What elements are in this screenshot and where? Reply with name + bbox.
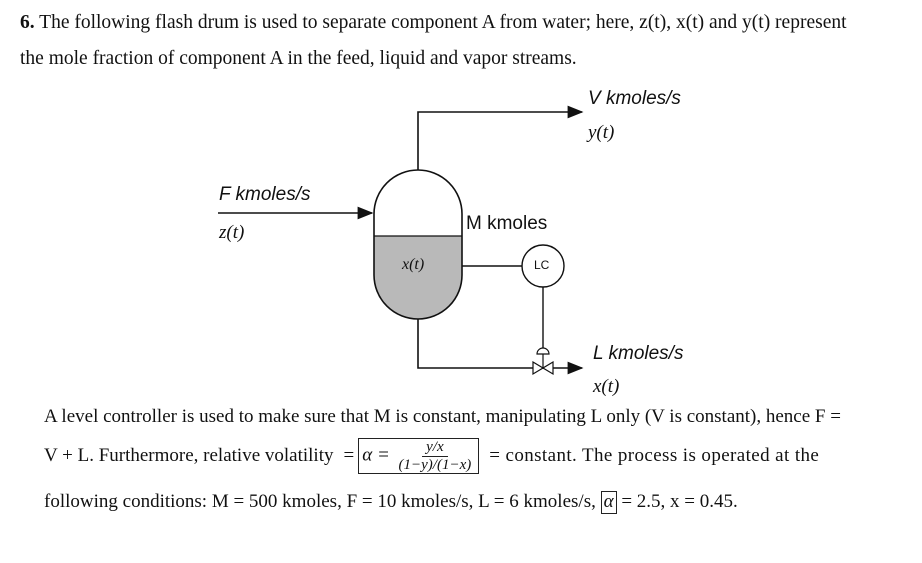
liquid-composition-label: x(t) bbox=[593, 376, 620, 397]
liquid-stream-arrow bbox=[417, 319, 584, 375]
feed-flow-label: F kmoles/s bbox=[219, 184, 311, 205]
vapor-composition-label: y(t) bbox=[588, 122, 615, 143]
conditions-text: following conditions: M = 500 kmoles, F … bbox=[44, 491, 596, 512]
paragraph-line-3: following conditions: M = 500 kmoles, F … bbox=[44, 491, 738, 514]
vapor-flow-label: V kmoles/s bbox=[588, 88, 681, 109]
equals-sign: = bbox=[343, 445, 355, 466]
flash-drum-vessel bbox=[373, 169, 463, 320]
paragraph-line-2: V + L. Furthermore, relative volatility … bbox=[44, 438, 819, 474]
liquid-flow-label: L kmoles/s bbox=[593, 343, 684, 364]
paragraph-line-2-start: V + L. Furthermore, relative volatility bbox=[44, 445, 334, 466]
feed-composition-label: z(t) bbox=[219, 222, 245, 243]
control-valve-icon bbox=[532, 347, 554, 376]
drum-liquid-composition-label: x(t) bbox=[402, 256, 425, 273]
question-line-2: the mole fraction of component A in the … bbox=[20, 48, 577, 69]
question-text-1: The following flash drum is used to sepa… bbox=[39, 12, 847, 33]
question-number: 6. bbox=[20, 12, 35, 33]
alpha-label: α = bbox=[362, 444, 390, 466]
paragraph-line-1: A level controller is used to make sure … bbox=[44, 406, 841, 427]
fraction-denominator: (1−y)/(1−x) bbox=[398, 456, 472, 473]
volatility-fraction: y/x (1−y)/(1−x) bbox=[395, 439, 476, 473]
alpha-symbol-box: α bbox=[600, 491, 617, 514]
conditions-text-end: = 2.5, x = 0.45. bbox=[621, 491, 738, 512]
level-controller-label: LC bbox=[534, 258, 550, 272]
paragraph-line-2-end: = constant. The process is operated at t… bbox=[489, 445, 820, 466]
vapor-stream-arrow bbox=[417, 105, 584, 170]
liquid-level-fill bbox=[374, 236, 462, 319]
question-line-1: 6. The following flash drum is used to s… bbox=[20, 12, 847, 34]
alpha-definition-box: α = y/x (1−y)/(1−x) bbox=[358, 438, 480, 474]
holdup-label: M kmoles bbox=[466, 213, 548, 234]
fraction-numerator: y/x bbox=[422, 439, 448, 457]
